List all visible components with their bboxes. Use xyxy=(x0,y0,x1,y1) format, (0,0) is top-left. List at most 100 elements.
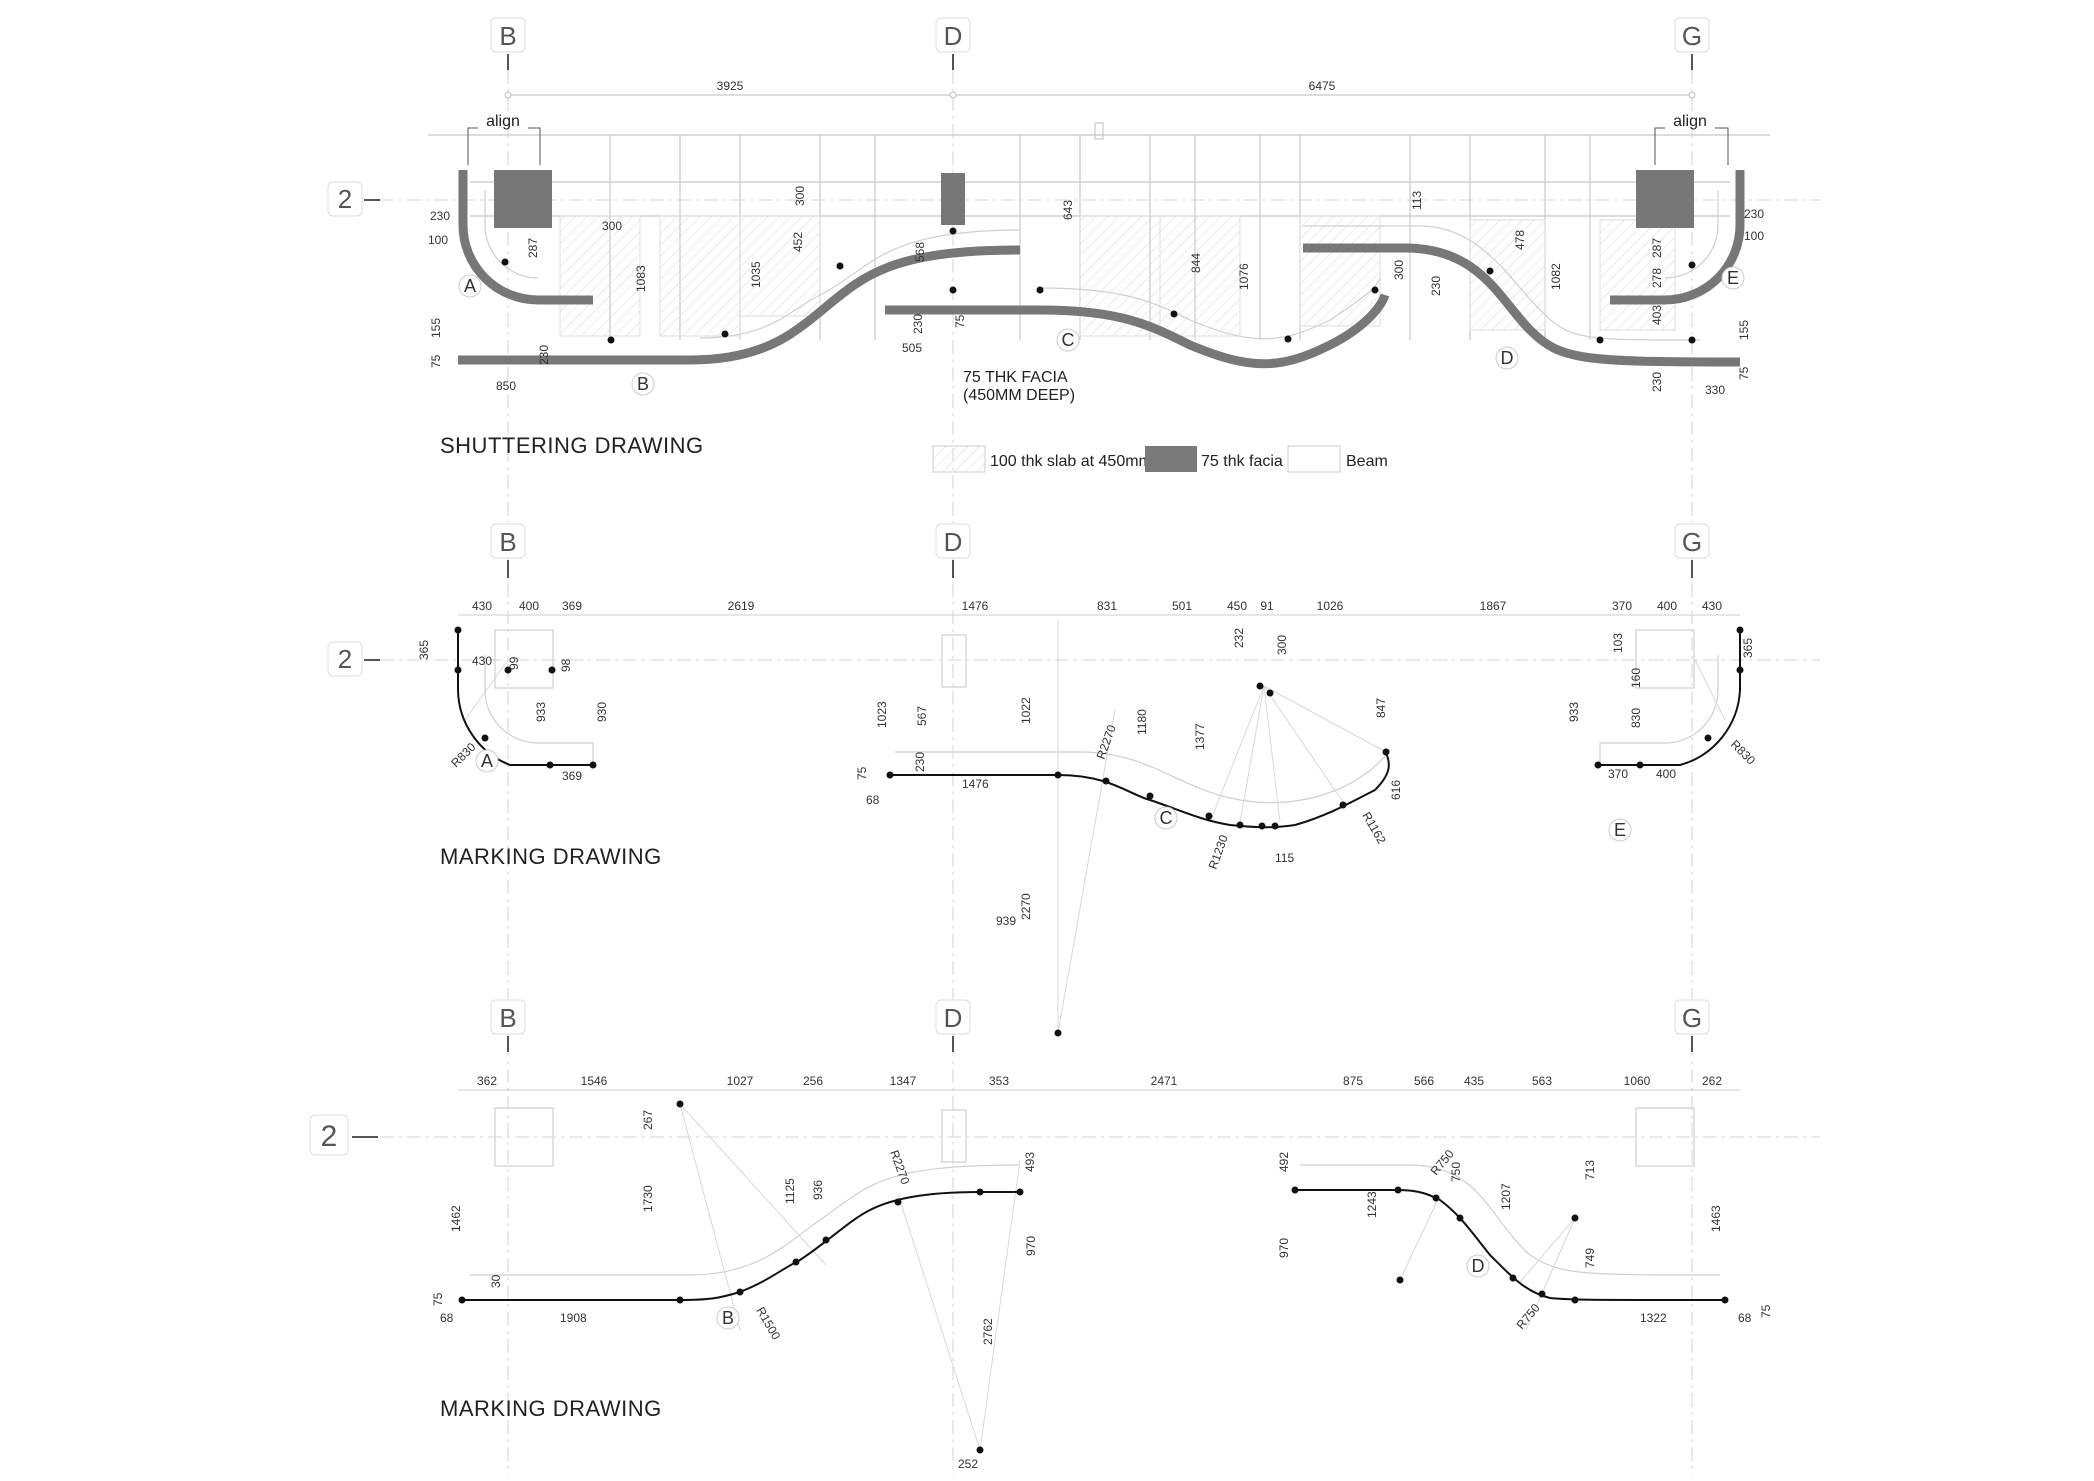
svg-text:435: 435 xyxy=(1464,1074,1484,1088)
svg-text:713: 713 xyxy=(1583,1160,1597,1180)
svg-text:1377: 1377 xyxy=(1193,723,1207,750)
svg-text:align: align xyxy=(486,113,520,130)
grid-bubble-g: G xyxy=(1674,523,1710,578)
svg-text:563: 563 xyxy=(1532,1074,1552,1088)
svg-text:D: D xyxy=(1501,348,1514,368)
svg-text:75: 75 xyxy=(1759,1304,1773,1318)
svg-text:R1230: R1230 xyxy=(1206,833,1231,871)
svg-text:103: 103 xyxy=(1611,633,1625,653)
grid-bubble-row-2: 2 xyxy=(327,641,380,677)
svg-text:100: 100 xyxy=(428,233,448,247)
facia-inner-lines xyxy=(484,190,1719,341)
marking1-points xyxy=(454,626,1744,1037)
svg-text:75: 75 xyxy=(1737,366,1751,380)
svg-text:1347: 1347 xyxy=(890,1074,917,1088)
svg-text:E: E xyxy=(1727,268,1739,288)
marking-drawing-2: 362 1546 1027 256 1347 353 2471 875 566 … xyxy=(431,1074,1773,1471)
svg-text:750: 750 xyxy=(1449,1162,1463,1182)
marking2-title: MARKING DRAWING xyxy=(440,1396,662,1421)
grid-lines xyxy=(380,70,1820,1475)
svg-text:369: 369 xyxy=(562,599,582,613)
svg-text:403: 403 xyxy=(1650,305,1664,325)
shuttering-point-labels: A B C D E xyxy=(458,266,1745,396)
svg-text:365: 365 xyxy=(1741,638,1755,658)
svg-text:370: 370 xyxy=(1612,599,1632,613)
svg-text:align: align xyxy=(1673,113,1707,130)
svg-text:875: 875 xyxy=(1343,1074,1363,1088)
svg-text:831: 831 xyxy=(1097,599,1117,613)
svg-text:G: G xyxy=(1682,527,1702,557)
svg-text:749: 749 xyxy=(1583,1248,1597,1268)
svg-text:Beam: Beam xyxy=(1346,453,1388,470)
svg-text:362: 362 xyxy=(477,1074,497,1088)
svg-text:2762: 2762 xyxy=(981,1318,995,1345)
dim-label: 3925 xyxy=(717,79,744,93)
svg-text:830: 830 xyxy=(1629,708,1643,728)
dim-label: 6475 xyxy=(1309,79,1336,93)
svg-text:230: 230 xyxy=(1744,207,1764,221)
svg-text:369: 369 xyxy=(562,769,582,783)
svg-text:D: D xyxy=(1472,1256,1485,1276)
svg-text:D: D xyxy=(944,1003,963,1033)
svg-text:B: B xyxy=(499,21,516,51)
point-label-a: A xyxy=(458,274,482,298)
svg-text:930: 930 xyxy=(595,702,609,722)
svg-text:D: D xyxy=(944,21,963,51)
svg-text:844: 844 xyxy=(1189,253,1203,273)
svg-text:1022: 1022 xyxy=(1019,697,1033,724)
svg-text:300: 300 xyxy=(793,186,807,206)
svg-text:847: 847 xyxy=(1374,698,1388,718)
svg-text:933: 933 xyxy=(534,702,548,722)
svg-text:300: 300 xyxy=(602,219,622,233)
svg-text:568: 568 xyxy=(913,242,927,262)
svg-text:230: 230 xyxy=(913,752,927,772)
legend-item-beam: Beam xyxy=(1287,445,1388,473)
svg-text:160: 160 xyxy=(1629,668,1643,688)
svg-text:R750: R750 xyxy=(1514,1301,1543,1332)
marking2-construction-lines xyxy=(679,1103,1576,1451)
svg-text:75: 75 xyxy=(429,354,443,368)
svg-text:566: 566 xyxy=(1414,1074,1434,1088)
marking2-point-labels: B D xyxy=(716,1254,1490,1330)
svg-text:100 thk slab at 450mm: 100 thk slab at 450mm xyxy=(990,453,1152,470)
marking1-title: MARKING DRAWING xyxy=(440,844,662,869)
svg-text:R830: R830 xyxy=(1728,737,1758,767)
svg-text:75: 75 xyxy=(855,766,869,780)
svg-text:99: 99 xyxy=(507,656,521,670)
svg-text:850: 850 xyxy=(496,379,516,393)
column-g xyxy=(1636,170,1694,228)
svg-text:2: 2 xyxy=(321,1120,338,1153)
svg-text:G: G xyxy=(1682,1003,1702,1033)
svg-text:C: C xyxy=(1062,330,1075,350)
svg-text:75: 75 xyxy=(431,1292,445,1306)
svg-text:75: 75 xyxy=(953,314,967,328)
svg-text:1060: 1060 xyxy=(1624,1074,1651,1088)
svg-text:155: 155 xyxy=(1737,320,1751,340)
svg-text:256: 256 xyxy=(803,1074,823,1088)
facia-strips xyxy=(458,170,1745,369)
svg-text:970: 970 xyxy=(1277,1238,1291,1258)
svg-text:936: 936 xyxy=(811,1180,825,1200)
svg-text:400: 400 xyxy=(1656,767,1676,781)
svg-text:430: 430 xyxy=(472,654,492,668)
svg-text:B: B xyxy=(722,1308,734,1328)
svg-text:430: 430 xyxy=(1702,599,1722,613)
svg-text:430: 430 xyxy=(472,599,492,613)
svg-text:1730: 1730 xyxy=(641,1185,655,1212)
svg-text:493: 493 xyxy=(1023,1152,1037,1172)
svg-text:1035: 1035 xyxy=(749,261,763,288)
svg-text:230: 230 xyxy=(1650,372,1664,392)
grid-bubble-b: B xyxy=(490,17,526,70)
svg-text:400: 400 xyxy=(1657,599,1677,613)
svg-text:232: 232 xyxy=(1232,628,1246,648)
grid-bubble-d: D xyxy=(935,17,971,70)
legend-item-facia: 75 thk facia xyxy=(1145,446,1283,472)
svg-text:1243: 1243 xyxy=(1365,1191,1379,1218)
shuttering-drawing: 3925 6475 xyxy=(428,79,1770,458)
svg-text:970: 970 xyxy=(1024,1236,1038,1256)
svg-text:230: 230 xyxy=(911,314,925,334)
svg-text:1463: 1463 xyxy=(1709,1205,1723,1232)
svg-text:1546: 1546 xyxy=(581,1074,608,1088)
svg-text:1207: 1207 xyxy=(1499,1183,1513,1210)
svg-text:2: 2 xyxy=(338,644,352,674)
